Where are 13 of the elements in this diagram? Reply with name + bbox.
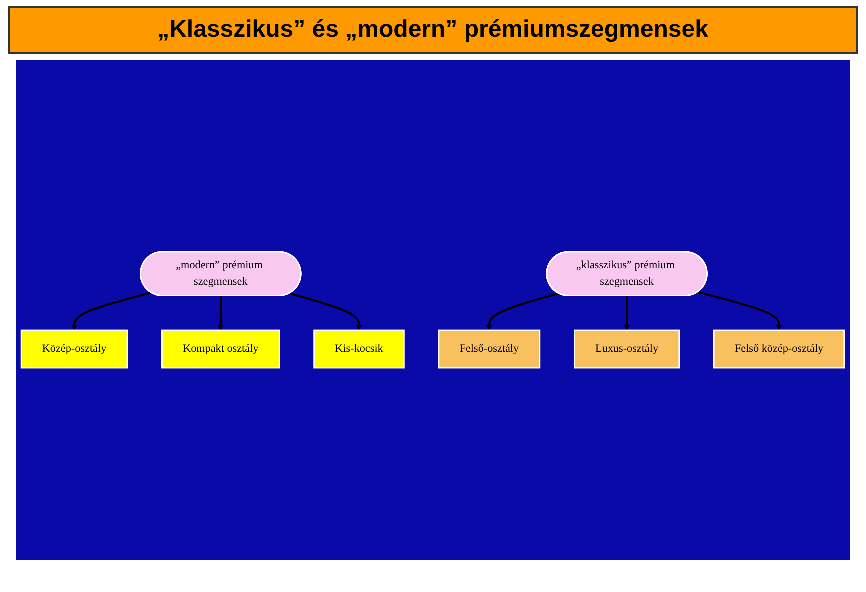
arrow xyxy=(218,296,224,331)
arrow xyxy=(71,292,152,331)
title-banner: „Klasszikus” és „modern” prémiumszegmensek xyxy=(8,6,858,54)
arrow xyxy=(289,292,362,331)
node-box: Felső-osztály xyxy=(438,330,541,369)
arrow xyxy=(624,296,630,331)
arrow xyxy=(486,292,560,331)
node-box: Kompakt osztály xyxy=(162,330,280,369)
node-box: Luxus-osztály xyxy=(574,330,680,369)
node-box: Közép-osztály xyxy=(20,330,128,369)
node-box: Kis-kocsik xyxy=(314,330,405,369)
arrow xyxy=(698,291,782,331)
node-box: Felső közép-osztály xyxy=(713,330,846,369)
